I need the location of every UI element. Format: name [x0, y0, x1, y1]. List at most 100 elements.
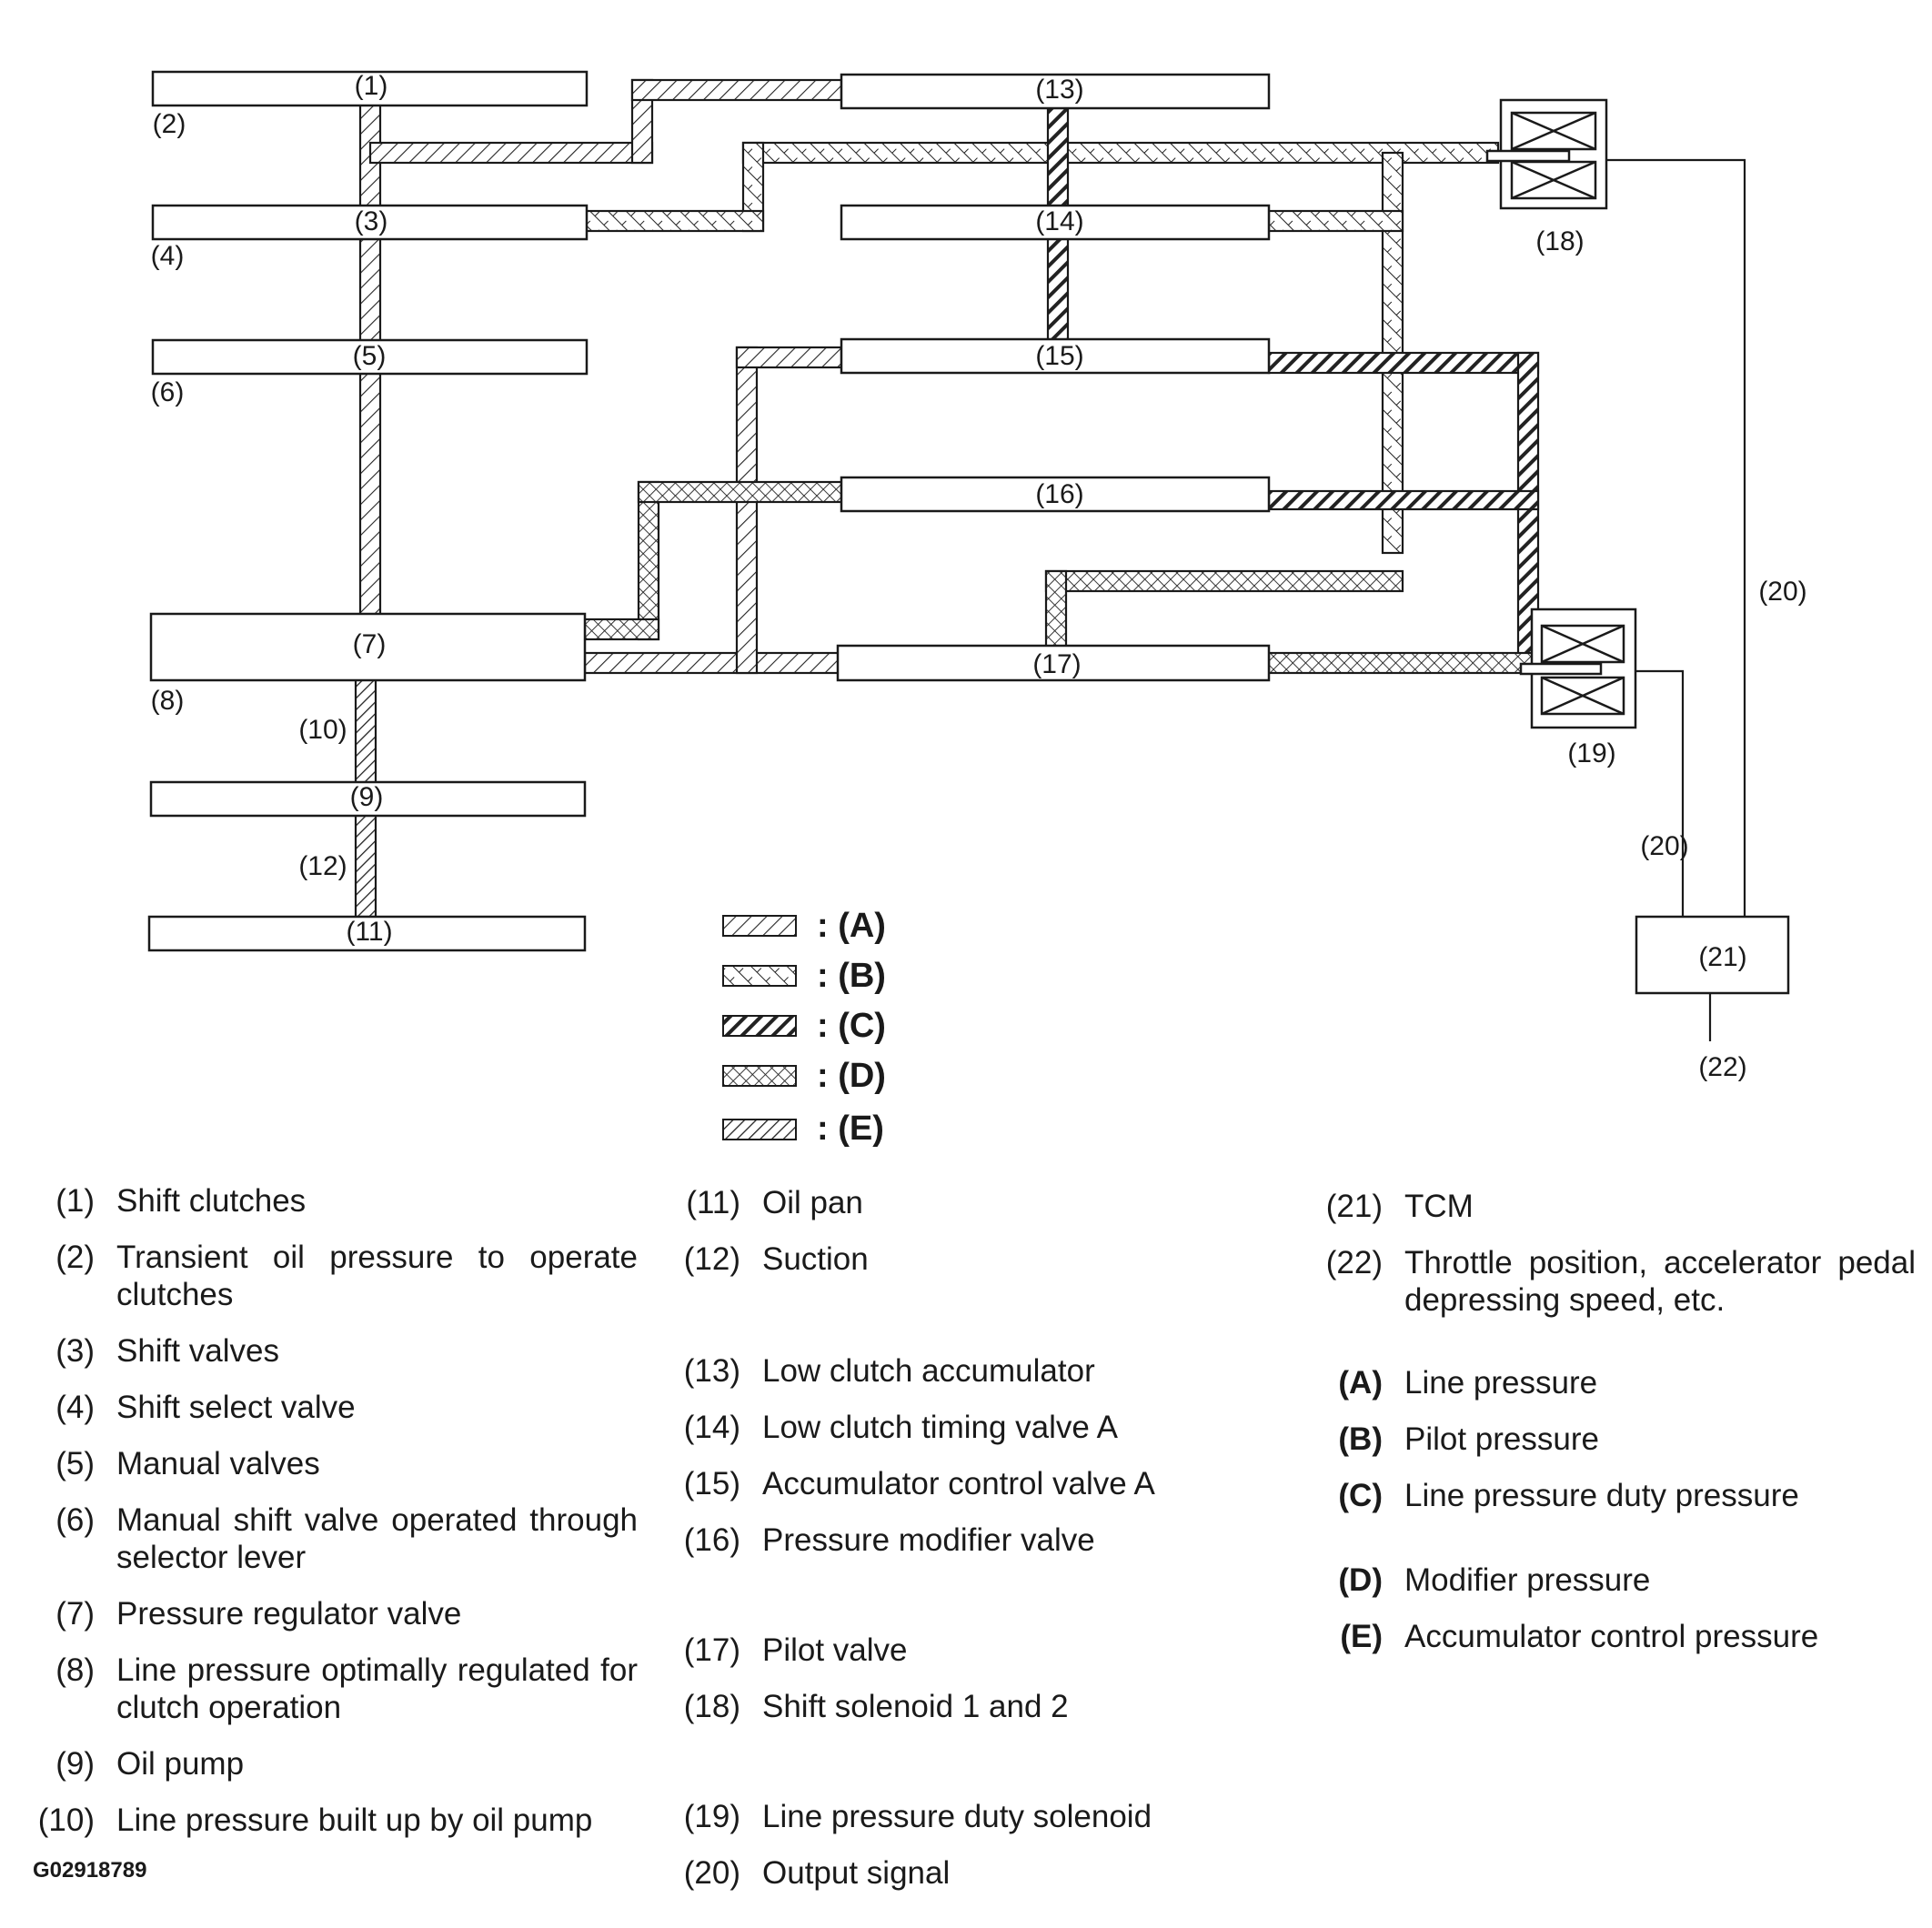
legend-item-21: (21)TCM	[1315, 1188, 1916, 1225]
legend-item-17: (17)Pilot valve	[673, 1632, 1255, 1669]
swatch-a	[722, 915, 797, 937]
legend-text: Shift clutches	[116, 1183, 307, 1219]
swatch-b	[722, 965, 797, 987]
legend-item-15: (15)Accumulator control valve A	[673, 1465, 1255, 1502]
legend-text: Pilot pressure	[1404, 1421, 1599, 1457]
legend-text: Accumulator control pressure	[1404, 1619, 1819, 1654]
legend-item-9: (9)Oil pump	[33, 1745, 638, 1782]
pipe-a-top	[368, 141, 654, 165]
legend-number: (2)	[55, 1240, 95, 1275]
legend-text: Pressure modifier valve	[762, 1522, 1095, 1558]
legend-column-3: (21)TCM (22)Throttle position, accelerat…	[1315, 1188, 1916, 1674]
legend-text: Shift solenoid 1 and 2	[762, 1689, 1069, 1724]
pipe-d-from-7	[583, 618, 660, 641]
legend-text: Low clutch accumulator	[762, 1353, 1095, 1389]
legend-item-12: (12)Suction	[673, 1240, 1255, 1278]
bar-pilot-valve	[836, 644, 1271, 682]
legend-text: Manual shift valve operated through sele…	[116, 1502, 638, 1575]
label-20-upper: (20)	[1758, 577, 1806, 607]
legend-item-20: (20) Output signal	[673, 1854, 1255, 1892]
pattern-legend	[722, 915, 797, 1140]
label-12: (12)	[298, 851, 347, 881]
legend-item-2: (2) Transient oil pressure to operate clu…	[33, 1239, 638, 1313]
legend-text: Oil pan	[762, 1185, 863, 1220]
bar-shift-valves	[151, 204, 589, 241]
shift-solenoids	[1485, 98, 1608, 210]
legend-item-14: (14)Low clutch timing valve A	[673, 1409, 1255, 1446]
line-pressure-duty-solenoid	[1519, 608, 1637, 729]
legend-number: (1)	[55, 1183, 95, 1219]
swatch-e	[722, 1119, 797, 1140]
label-7: (7)	[353, 629, 387, 659]
bar-oil-pan	[147, 915, 587, 952]
legend-code: (E)	[1340, 1619, 1383, 1654]
swatch-label-c: : (C)	[817, 1007, 886, 1045]
legend-text: Transient oil pressure to operate clutch…	[116, 1240, 638, 1312]
label-17: (17)	[1032, 649, 1081, 679]
legend-number: (4)	[55, 1390, 95, 1425]
bar-oil-pump	[149, 780, 587, 818]
legend-number: (11)	[686, 1185, 740, 1220]
bar-pressure-regulator	[149, 612, 587, 682]
tcm-box	[1635, 915, 1790, 995]
legend-pressure-a: (A) Line pressure	[1315, 1364, 1916, 1401]
legend-pressure-b: (B) Pilot pressure	[1315, 1421, 1916, 1458]
pipe-a-to-17	[583, 651, 843, 675]
legend-text: Line pressure built up by oil pump	[116, 1802, 593, 1838]
legend-text: Modifier pressure	[1404, 1562, 1651, 1598]
label-9: (9)	[350, 782, 384, 812]
legend-item-22: (22)Throttle position, accelerator pedal…	[1315, 1244, 1916, 1319]
document-code: G02918789	[33, 1858, 147, 1883]
legend-text: Output signal	[762, 1855, 951, 1891]
bar-low-clutch-accumulator	[840, 73, 1271, 110]
legend-item-18: (18)Shift solenoid 1 and 2	[673, 1688, 1255, 1725]
wire-19-to-tcm	[1635, 669, 1685, 917]
label-14: (14)	[1035, 206, 1083, 236]
legend-text: Line pressure duty pressure	[1404, 1478, 1799, 1513]
legend-code: (B)	[1338, 1421, 1383, 1457]
label-1: (1)	[355, 71, 388, 101]
label-8: (8)	[151, 686, 185, 716]
pipe-d-to-16	[637, 480, 843, 504]
legend-code: (C)	[1338, 1478, 1383, 1513]
legend-text: Pressure regulator valve	[116, 1596, 462, 1632]
legend-item-8: (8)Line pressure optimally regulated for…	[33, 1652, 638, 1726]
label-6: (6)	[151, 377, 185, 407]
solenoid-19-x4	[1541, 676, 1625, 716]
legend-number: (5)	[55, 1446, 95, 1481]
pipe-d-17-out	[1267, 651, 1535, 675]
legend-code: (A)	[1338, 1365, 1383, 1401]
legend-number: (17)	[683, 1632, 740, 1668]
label-16: (16)	[1035, 479, 1083, 509]
label-20-lower: (20)	[1640, 831, 1688, 861]
swatch-c	[722, 1015, 797, 1037]
legend-item-3: (3)Shift valves	[33, 1332, 638, 1370]
pipe-b-to-3	[583, 209, 765, 233]
bar-low-clutch-timing	[840, 204, 1271, 241]
legend-pressure-d: (D) Modifier pressure	[1315, 1561, 1916, 1599]
valve-bars	[147, 70, 1271, 952]
legend-item-11: (11) Oil pan	[673, 1184, 1255, 1221]
label-11: (11)	[346, 917, 392, 947]
legend-number: (22)	[1325, 1245, 1383, 1280]
legend-pressure-c: (C) Line pressure duty pressure	[1315, 1477, 1916, 1514]
solenoid-19-plunger	[1519, 662, 1603, 676]
solenoid-18-plunger	[1485, 149, 1571, 163]
legend-number: (20)	[683, 1855, 740, 1891]
label-3: (3)	[355, 206, 388, 236]
legend-number: (12)	[683, 1241, 740, 1277]
legend-number: (8)	[55, 1652, 95, 1688]
pipe-c-16-out	[1267, 489, 1540, 511]
legend-text: Line pressure	[1404, 1365, 1598, 1401]
legend-text: Oil pump	[116, 1746, 245, 1782]
legend-code: (D)	[1338, 1562, 1383, 1598]
legend-number: (7)	[55, 1596, 95, 1632]
pipe-d-drop	[1044, 569, 1068, 650]
legend-item-7: (7) Pressure regulator valve	[33, 1595, 638, 1632]
bar-manual-valves	[151, 338, 589, 376]
legend-text: Accumulator control valve A	[762, 1466, 1155, 1501]
solenoid-18-x2	[1511, 111, 1596, 151]
solenoid-18-x4	[1511, 160, 1596, 200]
swatch-label-d: : (D)	[817, 1057, 886, 1095]
signal-wires	[1606, 158, 1746, 1041]
